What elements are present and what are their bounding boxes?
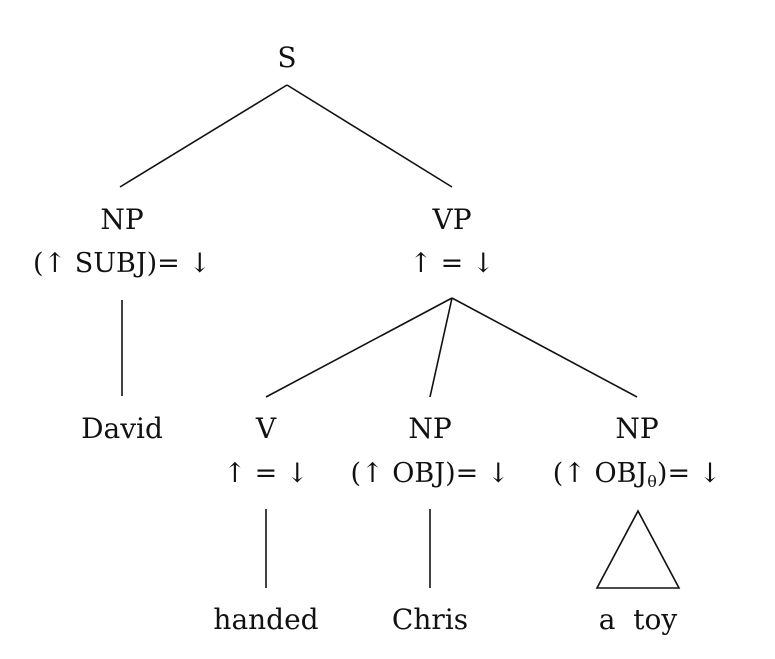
np-objtheta-ann-pre: (↑ OBJ — [552, 458, 648, 489]
node-np-objtheta: NP — [615, 412, 659, 445]
edge-s-vp — [286, 84, 453, 188]
np-obj-annotation: (↑ OBJ)= ↓ — [350, 458, 510, 489]
np-objtheta-ann-post: )= ↓ — [656, 458, 722, 489]
word-handed: handed — [213, 603, 319, 636]
edge-s-np — [119, 84, 288, 188]
triangle-a-toy — [595, 509, 681, 589]
node-np-subj: NP — [100, 203, 144, 236]
np-subj-annotation: (↑ SUBJ)= ↓ — [32, 248, 212, 279]
v-annotation: ↑ = ↓ — [223, 458, 309, 489]
edge-vp-v — [265, 297, 453, 398]
node-s: S — [277, 41, 297, 74]
vp-annotation: ↑ = ↓ — [409, 248, 495, 279]
theta-subscript: θ — [647, 472, 657, 491]
word-a-toy: a toy — [598, 603, 678, 636]
node-np-obj: NP — [408, 412, 452, 445]
edge-vp-np-objtheta — [451, 297, 638, 398]
node-v: V — [255, 412, 277, 445]
np-objtheta-annotation: (↑ OBJθ)= ↓ — [542, 460, 732, 490]
node-vp: VP — [432, 203, 472, 236]
word-david: David — [81, 412, 163, 445]
word-chris: Chris — [391, 603, 469, 636]
edge-vp-np-obj — [429, 297, 453, 398]
